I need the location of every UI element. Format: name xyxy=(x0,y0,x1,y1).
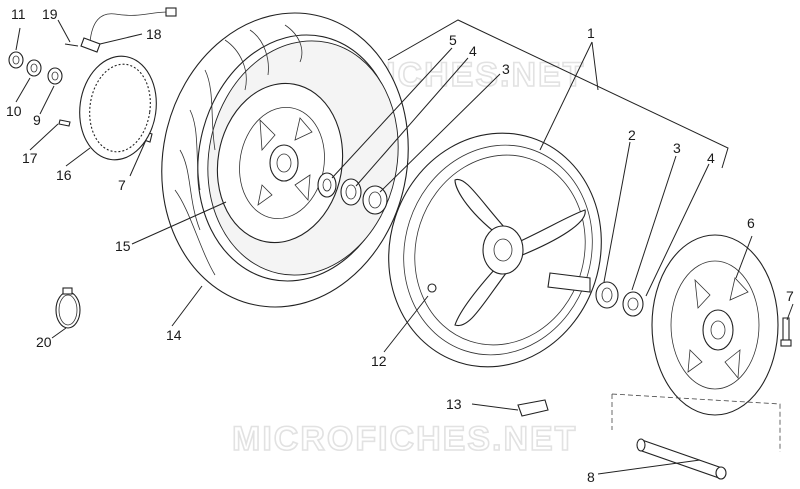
washer-11 xyxy=(8,51,24,69)
abs-sensor xyxy=(64,7,177,53)
label-8: 8 xyxy=(587,469,595,485)
label-19: 19 xyxy=(42,6,58,22)
label-10: 10 xyxy=(6,103,22,119)
label-6: 6 xyxy=(747,215,755,231)
watermark-bottom: MICROFICHES.NET xyxy=(232,420,577,458)
label-15: 15 xyxy=(115,238,131,254)
hose-clamp xyxy=(55,287,81,329)
label-11: 11 xyxy=(11,6,26,22)
label-5: 5 xyxy=(449,32,457,48)
valve-clip xyxy=(517,399,549,417)
abs-tone-ring xyxy=(79,55,157,161)
label-4-left: 4 xyxy=(469,43,477,59)
wheel-axle xyxy=(636,438,727,480)
bushing-9 xyxy=(47,67,63,85)
callout-labels: 1 2 3 3 4 4 5 6 7 7 8 9 10 11 12 13 14 1… xyxy=(6,6,794,485)
bearing-set-left xyxy=(317,172,388,215)
label-12: 12 xyxy=(371,353,387,369)
label-14: 14 xyxy=(166,327,182,343)
label-17: 17 xyxy=(22,150,38,166)
label-7-right: 7 xyxy=(786,288,794,304)
brake-disc-left xyxy=(216,82,344,244)
label-1: 1 xyxy=(587,25,595,41)
axle-box xyxy=(611,393,781,452)
label-16: 16 xyxy=(56,167,72,183)
label-4-right: 4 xyxy=(707,150,715,166)
screw-right xyxy=(780,317,792,347)
label-3-left: 3 xyxy=(502,61,510,77)
label-3-right: 3 xyxy=(673,140,681,156)
label-18: 18 xyxy=(146,26,162,42)
bearing-set-right xyxy=(547,272,644,317)
screw-17 xyxy=(58,119,71,127)
label-20: 20 xyxy=(36,334,52,350)
brake-disc-right xyxy=(651,234,779,416)
label-7-left: 7 xyxy=(118,177,126,193)
leader-lines xyxy=(15,19,794,475)
bushing-10 xyxy=(26,59,42,77)
bracket-1 xyxy=(387,19,729,169)
label-13: 13 xyxy=(446,396,462,412)
label-9: 9 xyxy=(33,112,41,128)
wheel-rim xyxy=(388,132,602,368)
label-2: 2 xyxy=(628,127,636,143)
